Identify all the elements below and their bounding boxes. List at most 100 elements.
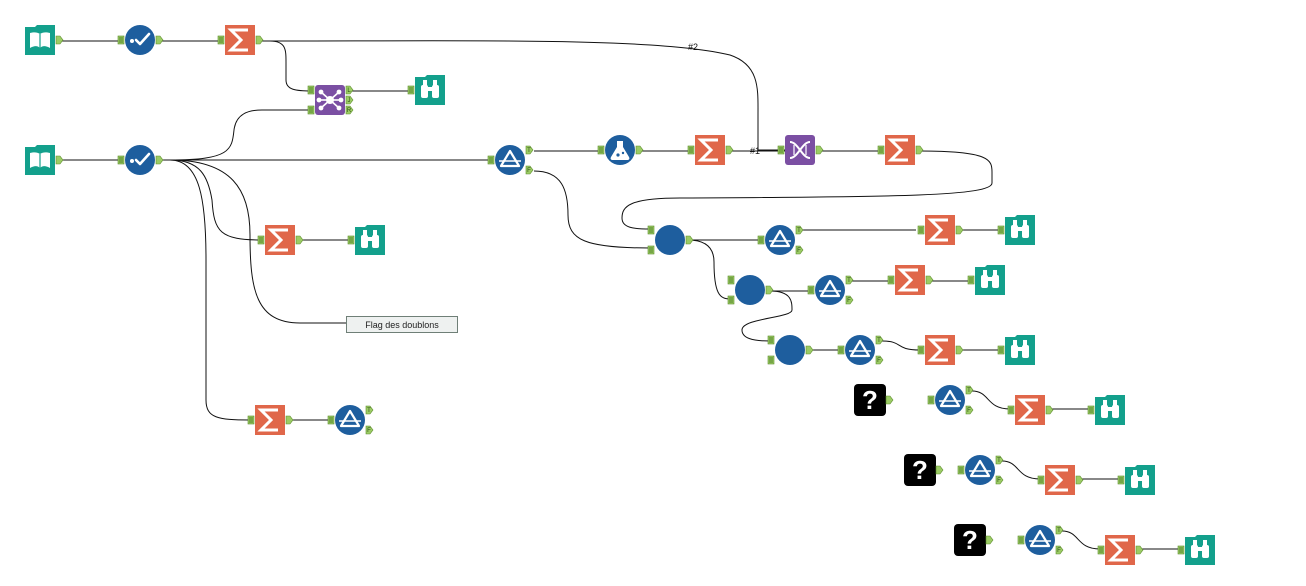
input-anchor[interactable]: [1117, 475, 1125, 485]
join-tool[interactable]: LJR: [307, 85, 354, 115]
connection-wire[interactable]: [621, 150, 993, 230]
input-anchor[interactable]: [1037, 475, 1045, 485]
unknown-tool-2[interactable]: ?: [904, 454, 944, 486]
output-anchor[interactable]: [805, 345, 814, 355]
input-anchor[interactable]: [407, 85, 415, 95]
output-anchor[interactable]: L: [345, 85, 354, 95]
summarize-tool-10[interactable]: [1037, 465, 1084, 495]
summarize-tool-8[interactable]: [917, 335, 964, 365]
input-anchor[interactable]: [1007, 405, 1015, 415]
output-anchor[interactable]: [1075, 475, 1084, 485]
input-anchor[interactable]: [887, 275, 895, 285]
connection-wire[interactable]: [169, 159, 346, 324]
output-anchor[interactable]: [295, 235, 304, 245]
output-anchor[interactable]: T: [875, 335, 884, 345]
output-anchor[interactable]: T: [365, 405, 374, 415]
browse-tool-8[interactable]: [1177, 535, 1215, 565]
summarize-tool-4[interactable]: [257, 225, 304, 255]
filter-tool-2[interactable]: TF: [327, 405, 374, 435]
browse-tool-5[interactable]: [997, 335, 1035, 365]
filter-tool-6[interactable]: TF: [927, 385, 974, 415]
connection-wire[interactable]: [269, 40, 313, 92]
summarize-tool-7[interactable]: [887, 265, 934, 295]
output-anchor[interactable]: [55, 35, 64, 45]
summarize-tool-5[interactable]: [247, 405, 294, 435]
connection-wire[interactable]: [741, 290, 793, 342]
input-anchor[interactable]: [807, 285, 815, 295]
output-anchor[interactable]: [155, 35, 164, 45]
output-anchor[interactable]: F: [795, 245, 804, 255]
input-anchor[interactable]: [727, 275, 735, 285]
output-anchor[interactable]: T: [965, 385, 974, 395]
output-anchor[interactable]: R: [345, 105, 354, 115]
output-anchor[interactable]: T: [1055, 525, 1064, 535]
connection-wire[interactable]: [533, 170, 651, 249]
connection-wire[interactable]: [261, 40, 786, 151]
output-anchor[interactable]: [935, 465, 944, 475]
filter-tool-5[interactable]: TF: [837, 335, 884, 365]
input-anchor[interactable]: [1097, 545, 1105, 555]
input-anchor[interactable]: [767, 355, 775, 365]
browse-tool-4[interactable]: [967, 265, 1005, 295]
connection-wire[interactable]: [169, 159, 263, 241]
output-anchor[interactable]: [885, 395, 894, 405]
input-anchor[interactable]: [997, 345, 1005, 355]
browse-tool-2[interactable]: [347, 225, 385, 255]
output-anchor[interactable]: [155, 155, 164, 165]
summarize-tool-1[interactable]: [217, 25, 264, 55]
output-anchor[interactable]: [255, 35, 264, 45]
output-anchor[interactable]: [765, 285, 774, 295]
output-anchor[interactable]: [815, 145, 824, 155]
output-anchor[interactable]: [285, 415, 294, 425]
blank-tool-2[interactable]: [727, 275, 774, 305]
input-anchor[interactable]: [307, 85, 315, 95]
input-anchor[interactable]: [647, 245, 655, 255]
output-anchor[interactable]: [635, 145, 644, 155]
input-anchor[interactable]: [1017, 535, 1025, 545]
output-anchor[interactable]: [985, 535, 994, 545]
input-anchor[interactable]: [647, 225, 655, 235]
browse-tool-7[interactable]: [1117, 465, 1155, 495]
output-anchor[interactable]: F: [995, 475, 1004, 485]
comment-flag-des-doublons[interactable]: Flag des doublons: [346, 316, 458, 333]
input-anchor[interactable]: [777, 145, 785, 155]
output-anchor[interactable]: T: [845, 275, 854, 285]
filter-tool-7[interactable]: TF: [957, 455, 1004, 485]
input-anchor[interactable]: [877, 145, 885, 155]
browse-tool-1[interactable]: [407, 75, 445, 105]
output-anchor[interactable]: T: [795, 225, 804, 235]
input-anchor[interactable]: [257, 235, 265, 245]
summarize-tool-9[interactable]: [1007, 395, 1054, 425]
input-anchor[interactable]: [917, 225, 925, 235]
summarize-tool-3[interactable]: [877, 135, 924, 165]
output-anchor[interactable]: F: [525, 165, 534, 175]
select-tool-2[interactable]: [117, 145, 164, 175]
unknown-tool-1[interactable]: ?: [854, 384, 894, 416]
input-anchor[interactable]: [347, 235, 355, 245]
connection-wire[interactable]: [169, 159, 251, 421]
output-anchor[interactable]: [55, 155, 64, 165]
output-anchor[interactable]: [915, 145, 924, 155]
input-anchor[interactable]: [837, 345, 845, 355]
output-anchor[interactable]: [725, 145, 734, 155]
output-anchor[interactable]: F: [1055, 545, 1064, 555]
input-anchor[interactable]: [1177, 545, 1185, 555]
output-anchor[interactable]: F: [965, 405, 974, 415]
summarize-tool-6[interactable]: [917, 215, 964, 245]
output-anchor[interactable]: T: [995, 455, 1004, 465]
input-anchor[interactable]: [687, 145, 695, 155]
input-anchor[interactable]: [217, 35, 225, 45]
filter-tool-1[interactable]: TF: [487, 145, 534, 175]
output-anchor[interactable]: [955, 345, 964, 355]
summarize-tool-2[interactable]: [687, 135, 734, 165]
blank-tool-1[interactable]: [647, 225, 694, 255]
browse-tool-6[interactable]: [1087, 395, 1125, 425]
input-anchor[interactable]: [307, 105, 315, 115]
unknown-tool-3[interactable]: ?: [954, 524, 994, 556]
summarize-tool-11[interactable]: [1097, 535, 1144, 565]
select-tool-1[interactable]: [117, 25, 164, 55]
connection-wire[interactable]: [1001, 460, 1041, 480]
input-anchor[interactable]: [727, 295, 735, 305]
input-data-tool-2[interactable]: [25, 145, 64, 175]
output-anchor[interactable]: F: [845, 295, 854, 305]
